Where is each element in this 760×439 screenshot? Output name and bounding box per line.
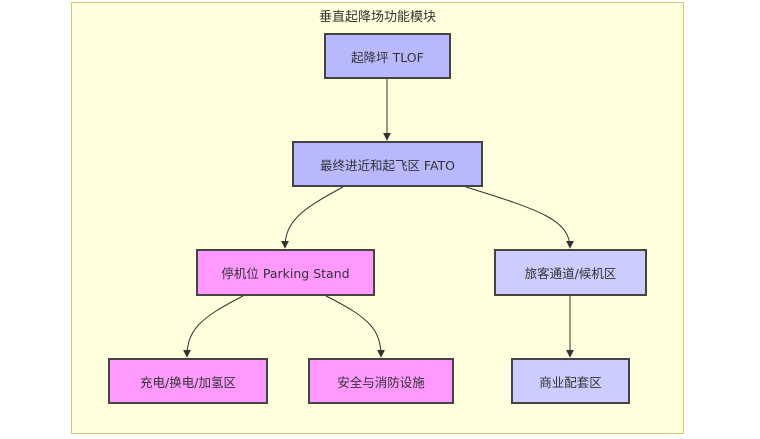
node-commercial-area-label: 商业配套区 xyxy=(539,374,602,390)
edge-parking-to-charging xyxy=(183,295,244,358)
node-tlof[interactable]: 起降坪 TLOF xyxy=(324,33,451,79)
node-safety-facilities[interactable]: 安全与消防设施 xyxy=(308,358,454,404)
node-passenger-area-label: 旅客通道/候机区 xyxy=(524,266,617,281)
edge-fato-to-passenger xyxy=(465,186,574,249)
node-fato[interactable]: 最终进近和起飞区 FATO xyxy=(292,141,483,187)
node-safety-facilities-label: 安全与消防设施 xyxy=(337,374,425,390)
node-fato-label: 最终进近和起飞区 FATO xyxy=(319,157,456,173)
edge-parking-to-safety xyxy=(325,295,385,358)
edge-fato-to-parking xyxy=(281,186,344,249)
node-parking-stand-label: 停机位 Parking Stand xyxy=(221,266,350,281)
node-commercial-area[interactable]: 商业配套区 xyxy=(511,358,630,404)
node-parking-stand[interactable]: 停机位 Parking Stand xyxy=(196,249,375,296)
node-passenger-area[interactable]: 旅客通道/候机区 xyxy=(494,249,647,296)
cluster-title: 垂直起降场功能模块 xyxy=(318,10,436,25)
node-tlof-label: 起降坪 TLOF xyxy=(351,49,424,65)
node-charging-area[interactable]: 充电/换电/加氢区 xyxy=(108,358,268,404)
node-charging-area-label: 充电/换电/加氢区 xyxy=(140,374,236,390)
